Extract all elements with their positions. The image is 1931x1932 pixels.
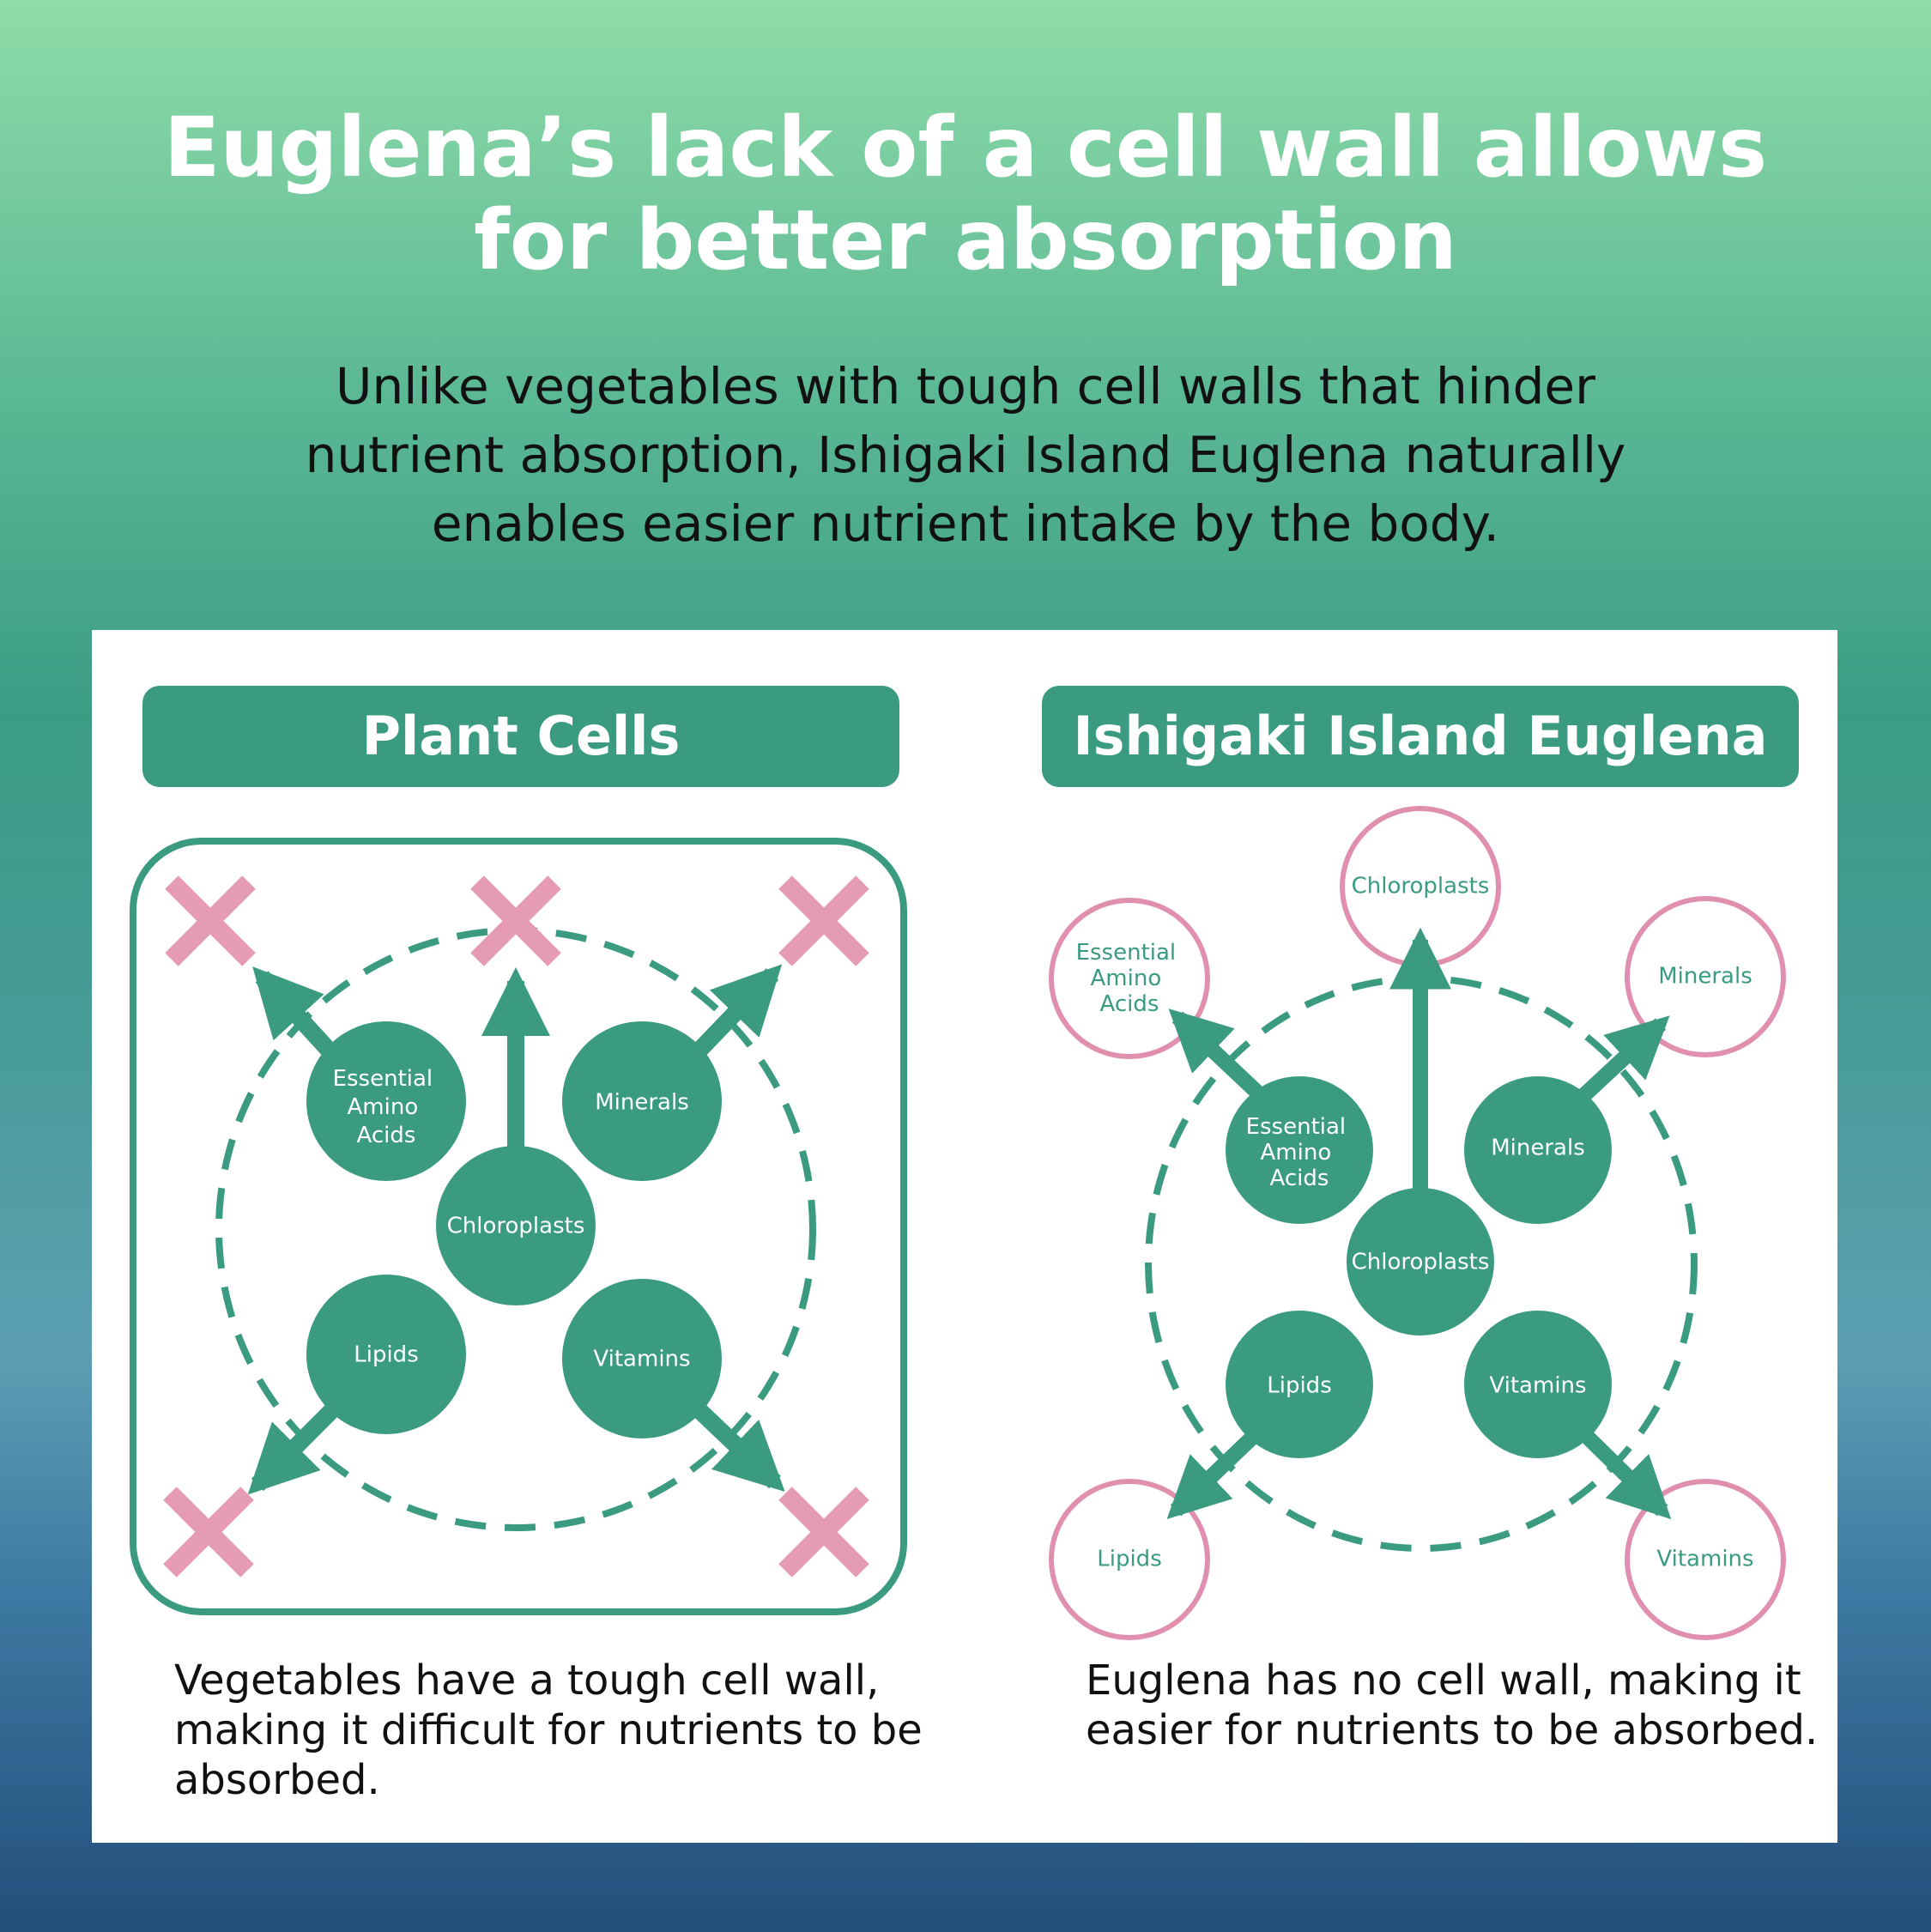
comparison-panel: Plant Cells Ishigaki Island Euglena Vege… (92, 630, 1837, 1843)
euglena-caption: Euglena has no cell wall, making it easi… (1086, 1656, 1824, 1755)
plant-cells-caption: Vegetables have a tough cell wall, makin… (174, 1656, 947, 1805)
absorbed-circle-lipids (1049, 1479, 1210, 1640)
label-chloroplasts: Chloroplasts (447, 1214, 585, 1239)
subtitle-line-2: nutrient absorption, Ishigaki Island Eug… (305, 426, 1626, 484)
absorbed-label-chloroplasts: Chloroplasts (1352, 874, 1490, 899)
nutrient-circle-lipids (1226, 1311, 1373, 1458)
nutrient-circle-lipids (306, 1275, 466, 1434)
label-lipids: Lipids (1267, 1373, 1332, 1399)
plant-caption-line-1: Vegetables have a tough cell wall, (174, 1656, 880, 1705)
nutrient-circle-amino (306, 1021, 466, 1181)
euglena-diagram: Essential Amino Acids Minerals Chloropla… (1049, 806, 1786, 1640)
page-title: Euglena’s lack of a cell wall allows for… (0, 101, 1931, 287)
label-vitamins: Vitamins (1489, 1373, 1586, 1399)
absorbed-label-minerals: Minerals (1658, 964, 1752, 990)
label-amino: Essential Amino Acids (333, 1066, 440, 1148)
page-subtitle: Unlike vegetables with tough cell walls … (0, 352, 1931, 558)
nutrient-circle-vitamins (562, 1279, 722, 1438)
plant-caption-line-2: making it difficult for nutrients to be (174, 1706, 923, 1754)
nutrient-circle-vitamins (1464, 1311, 1612, 1458)
nutrient-circle-amino (1226, 1076, 1373, 1224)
nutrient-circle-minerals (1464, 1076, 1612, 1224)
x-mark-icon (470, 875, 561, 966)
label-lipids: Lipids (354, 1342, 419, 1368)
x-mark-icon (163, 1487, 254, 1578)
absorbed-label-lipids: Lipids (1097, 1547, 1162, 1572)
label-amino: Essential Amino Acids (1246, 1114, 1353, 1191)
plant-cell-diagram: Essential Amino Acids Minerals Chloropla… (130, 838, 907, 1615)
absorbed-circle-amino (1049, 898, 1210, 1059)
euglena-caption-line-1: Euglena has no cell wall, making it (1086, 1656, 1801, 1705)
subtitle-line-3: enables easier nutrient intake by the bo… (431, 494, 1500, 553)
x-mark-icon (778, 1487, 869, 1578)
label-minerals: Minerals (595, 1090, 689, 1116)
nutrient-circle-chloroplasts (1347, 1188, 1494, 1335)
x-mark-icon (778, 875, 869, 966)
label-minerals: Minerals (1491, 1136, 1585, 1161)
euglena-caption-line-2: easier for nutrients to be absorbed. (1086, 1706, 1819, 1754)
nutrient-circle-chloroplasts (436, 1146, 596, 1305)
nutrient-circle-minerals (562, 1021, 722, 1181)
arrow-amino-absorbed (1168, 1008, 1274, 1109)
absorbed-circle-vitamins (1625, 1479, 1786, 1640)
title-line-1: Euglena’s lack of a cell wall allows (163, 100, 1768, 196)
cell-wall (130, 838, 907, 1615)
label-chloroplasts: Chloroplasts (1352, 1250, 1490, 1275)
x-mark-icon (165, 875, 256, 966)
title-line-2: for better absorption (474, 192, 1457, 288)
subtitle-line-1: Unlike vegetables with tough cell walls … (336, 357, 1595, 415)
plant-cells-header: Plant Cells (142, 686, 899, 787)
absorbed-label-vitamins: Vitamins (1656, 1547, 1753, 1572)
absorbed-label-amino: Essential Amino Acids (1076, 940, 1183, 1017)
plant-caption-line-3: absorbed. (174, 1756, 380, 1804)
euglena-header: Ishigaki Island Euglena (1042, 686, 1799, 787)
label-vitamins: Vitamins (593, 1347, 690, 1372)
